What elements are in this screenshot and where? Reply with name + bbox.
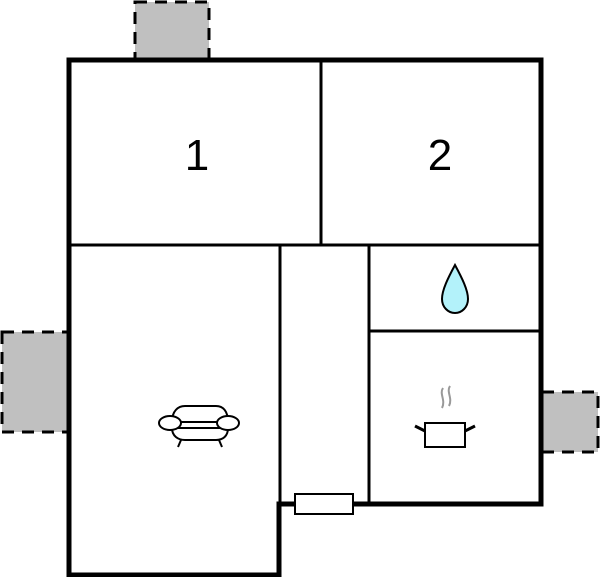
room-1-label: 1 bbox=[185, 131, 209, 180]
terrace-left bbox=[0, 330, 70, 434]
cooking-pot-icon bbox=[414, 385, 476, 448]
exterior-walls bbox=[66, 57, 544, 577]
interior-walls bbox=[69, 60, 541, 504]
water-drop-icon bbox=[440, 262, 470, 315]
terrace-top bbox=[133, 0, 211, 61]
terrace-right bbox=[540, 390, 600, 454]
door-mat-icon bbox=[294, 493, 354, 515]
armchair-icon bbox=[158, 405, 240, 448]
room-2-label: 2 bbox=[428, 131, 452, 180]
